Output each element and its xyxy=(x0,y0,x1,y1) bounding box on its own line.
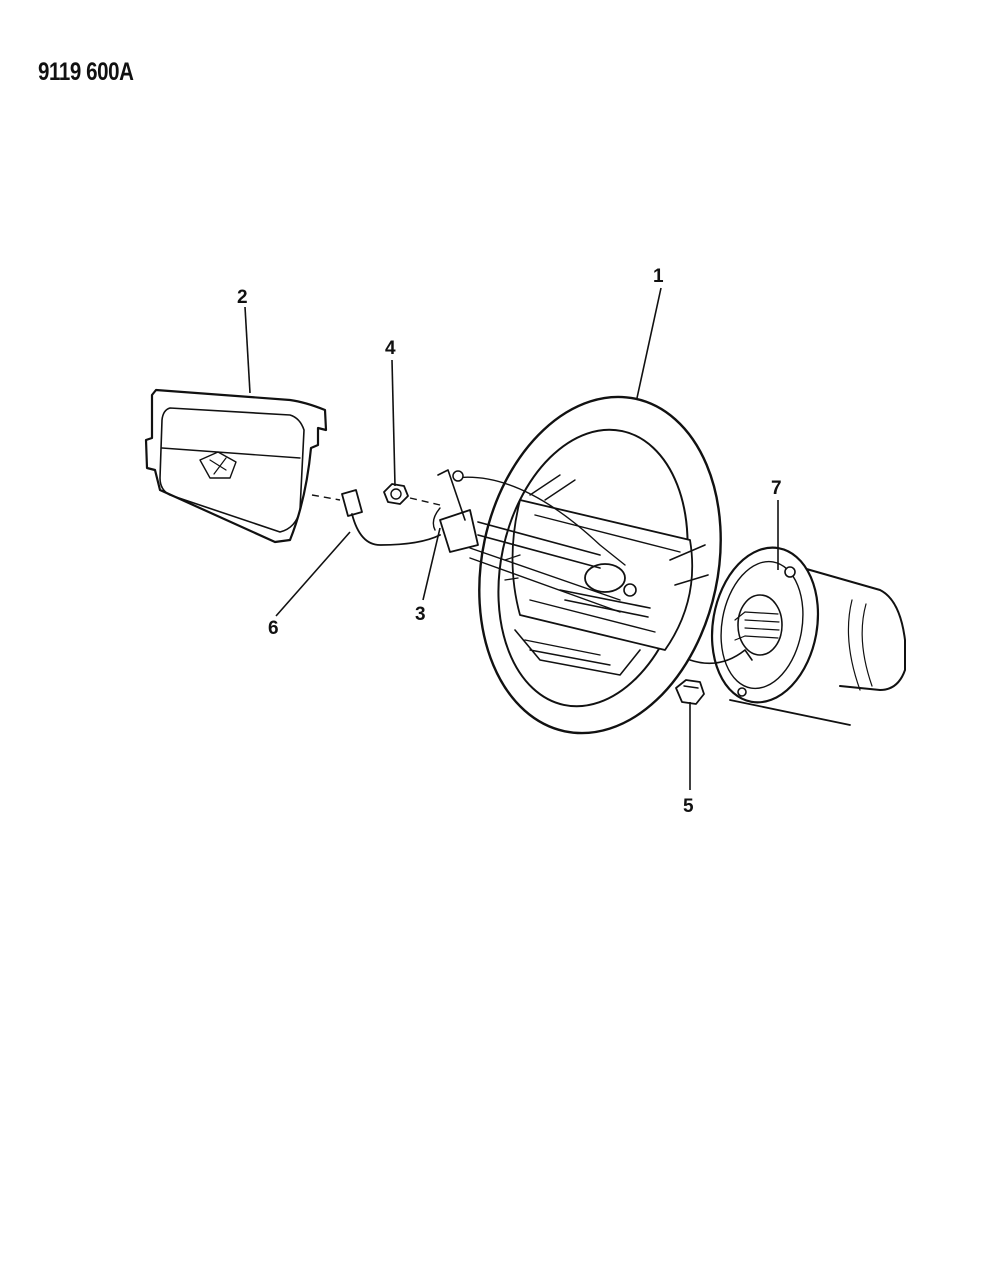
airbag-module xyxy=(144,388,328,544)
leader-2 xyxy=(244,306,251,394)
leader-3 xyxy=(422,527,441,601)
leader-6 xyxy=(275,531,351,617)
leader-1 xyxy=(636,287,662,399)
callout-7: 7 xyxy=(771,478,782,499)
connector-wire xyxy=(311,489,441,546)
callout-2: 2 xyxy=(237,287,248,308)
nut-4 xyxy=(383,483,441,506)
callout-3: 3 xyxy=(415,604,426,625)
drawing-number: 9119 600A xyxy=(38,58,134,86)
nut-5 xyxy=(675,679,705,705)
clockspring-harness xyxy=(432,469,626,613)
callout-5: 5 xyxy=(683,796,694,817)
callout-6: 6 xyxy=(268,618,279,639)
leader-4 xyxy=(391,359,396,487)
steering-column xyxy=(689,546,906,726)
steering-wheel xyxy=(478,395,722,735)
callout-4: 4 xyxy=(385,338,396,359)
callout-1: 1 xyxy=(653,266,664,287)
